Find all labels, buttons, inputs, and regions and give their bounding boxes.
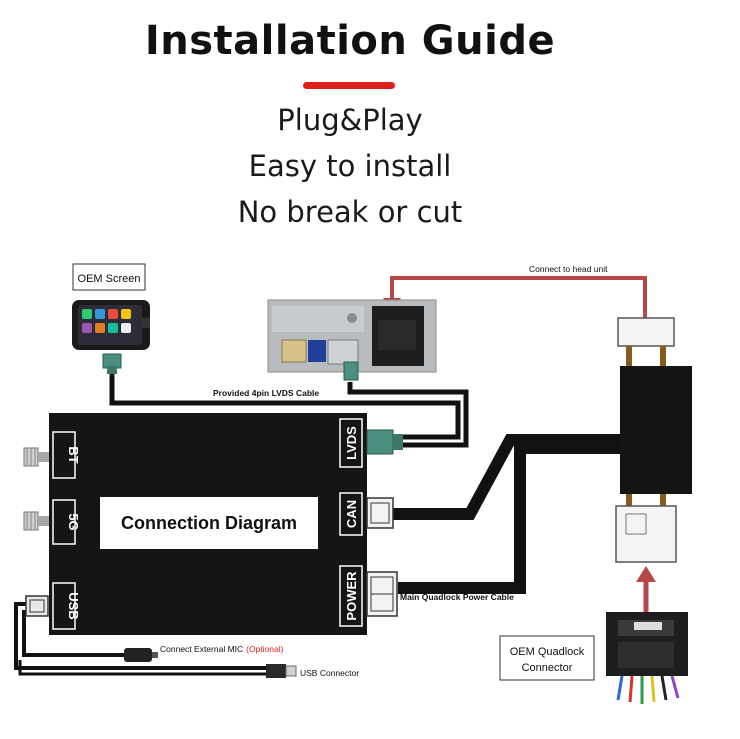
quadlock-label-box [499,635,595,681]
center-label-box [100,497,318,549]
quadlock-arrowhead [636,566,656,582]
head-unit-label: Connect to head unit [529,264,608,274]
usb-plug [266,664,297,678]
oem-screen-label-box [72,263,146,291]
usb-port-connector [25,595,49,617]
head-unit-arrow-line [390,276,647,318]
lvds-connector [366,429,403,455]
port-power: POWER [339,565,363,627]
power-cable [398,442,625,594]
mic-cable [22,610,128,657]
oem-screen-label: OEM Screen [78,273,141,285]
mic-label-text: Connect External MIC [160,644,243,654]
mic-optional-text: (Optional) [246,644,283,654]
port-lvds: LVDS [339,418,363,468]
port-power-label: POWER [344,571,359,621]
mic-label: Connect External MIC(Optional) [160,644,284,654]
feature-plug-play: Plug&Play [277,103,423,137]
port-bt-label: BT [66,446,81,463]
port-usb: USB [52,582,81,630]
mic-plug [124,648,158,662]
can-cable [392,434,625,520]
lvds-cable-label: Provided 4pin LVDS Cable [213,388,319,398]
oem-screen-device [72,300,150,350]
port-5g-label: 5G [66,513,81,530]
quadlock-label-line1: OEM Quadlock [510,646,585,658]
page-title: Installation Guide [144,18,556,64]
feature-easy-install: Easy to install [248,149,452,183]
power-cable-label: Main Quadlock Power Cable [400,592,514,602]
lvds-cable [109,372,461,440]
usb-connector-label: USB Connector [300,668,359,678]
usb-cable-lower [18,660,272,676]
usb-cable [14,602,272,670]
power-connector [366,571,398,617]
lvds-cable-upper [347,382,469,448]
feature-no-break: No break or cut [237,195,463,229]
title-underline [303,82,395,89]
port-lvds-label: LVDS [344,426,359,460]
bt-antenna-connector [23,447,49,467]
quadlock-harness [615,317,692,563]
5g-antenna-connector [23,511,49,531]
center-label: Connection Diagram [121,513,297,533]
screen-lvds-plug [102,353,122,374]
oem-quadlock-connector [606,612,688,704]
port-can-label: CAN [344,500,359,528]
port-bt: BT [52,431,81,479]
port-5g: 5G [52,499,81,545]
can-connector [366,497,394,529]
quadlock-label-line2: Connector [522,662,573,674]
port-usb-label: USB [66,592,81,619]
port-can: CAN [339,492,363,536]
head-unit [267,299,437,381]
